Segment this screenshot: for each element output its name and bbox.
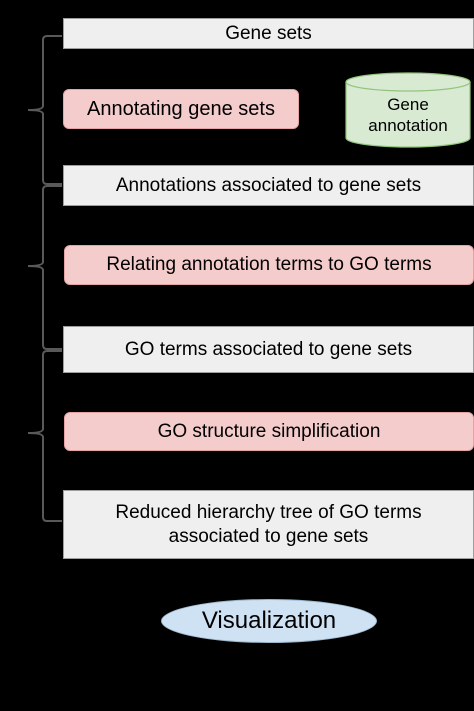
gene-sets-box: Gene sets: [63, 18, 474, 49]
reduced-tree-line1: Reduced hierarchy tree of GO terms: [115, 502, 422, 524]
go-structure-simplification-box: GO structure simplification: [64, 412, 474, 451]
relating-terms-box: Relating annotation terms to GO terms: [64, 245, 474, 285]
gene-annotation-line2: annotation: [368, 116, 448, 135]
reduced-tree-box: Reduced hierarchy tree of GO terms assoc…: [63, 490, 474, 559]
visualization-label: Visualization: [201, 607, 337, 634]
gene-annotation-line1: Gene: [387, 94, 429, 114]
annotations-associated-box: Annotations associated to gene sets: [63, 165, 474, 206]
go-structure-simplification-label: GO structure simplification: [157, 420, 381, 442]
go-terms-associated-label: GO terms associated to gene sets: [124, 338, 413, 360]
annotations-associated-label: Annotations associated to gene sets: [115, 174, 422, 196]
visualization-oval: Visualization: [161, 599, 377, 643]
gene-annotation-database: [345, 72, 471, 148]
gene-sets-label: Gene sets: [225, 22, 312, 44]
annotating-gene-sets-label: Annotating gene sets: [87, 97, 275, 120]
bracket-2: [27, 185, 62, 350]
bracket-3: [27, 350, 62, 522]
bracket-1: [27, 35, 62, 185]
gene-annotation-label: Gene annotation: [346, 92, 470, 138]
annotating-gene-sets-box: Annotating gene sets: [63, 89, 299, 129]
go-terms-associated-box: GO terms associated to gene sets: [63, 326, 474, 373]
relating-terms-label: Relating annotation terms to GO terms: [106, 254, 432, 276]
reduced-tree-line2: associated to gene sets: [168, 525, 369, 547]
